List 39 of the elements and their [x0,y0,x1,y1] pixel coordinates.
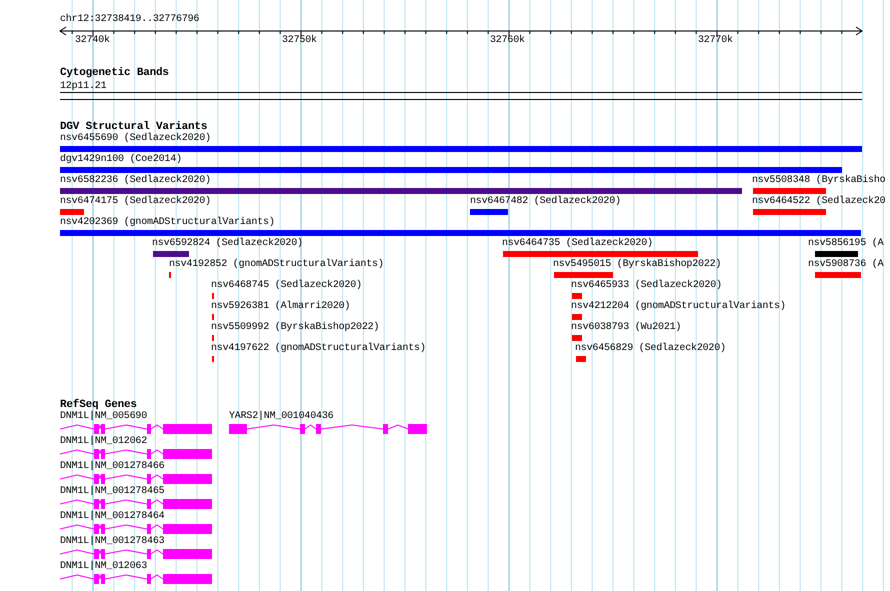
variant-label: nsv6455690 (Sedlazeck2020) [60,133,211,144]
gene-label: DNM1L|NM_005690 [60,411,148,422]
variant-label: nsv5509992 (ByrskaBishop2022) [211,322,380,333]
variant-label: nsv6467482 (Sedlazeck2020) [470,196,621,207]
variant-label: nsv6592824 (Sedlazeck2020) [152,238,303,249]
variant-label: nsv6465933 (Sedlazeck2020) [571,280,722,291]
band-label: 12p11.21 [60,81,106,92]
track-title: Cytogenetic Bands [60,68,169,79]
variant-label: nsv4192852 (gnomADStructuralVariants) [169,259,384,270]
tick-label: 32760k [490,35,525,46]
variant-label: nsv6464735 (Sedlazeck2020) [502,238,653,249]
gene-label: YARS2|NM_001040436 [229,411,334,422]
variant-label: nsv4202369 (gnomADStructuralVariants) [60,217,275,228]
gene-label: DNM1L|NM_001278465 [60,486,164,497]
variant-label: nsv6474175 (Sedlazeck2020) [60,196,211,207]
region-label: chr12:32738419..32776796 [60,14,200,25]
gene-label: DNM1L|NM_001278466 [60,461,164,472]
tick-label: 32770k [698,35,733,46]
track-title: DGV Structural Variants [60,122,208,133]
gene-label: DNM1L|NM_001278463 [60,536,164,547]
variant-label: nsv6456829 (Sedlazeck2020) [575,343,726,354]
gene-label: DNM1L|NM_012062 [60,436,148,447]
tick-label: 32740k [75,35,110,46]
variant-label: nsv5495015 (ByrskaBishop2022) [553,259,722,270]
variant-label: nsv5508348 (ByrskaBisho [752,175,886,186]
gene-label: DNM1L|NM_012063 [60,561,148,572]
variant-label: nsv4197622 (gnomADStructuralVariants) [211,343,426,354]
variant-label: nsv6582236 (Sedlazeck2020) [60,175,211,186]
variant-label: nsv5856195 (A [808,238,884,249]
variant-label: nsv6038793 (Wu2021) [571,322,682,333]
gene-label: DNM1L|NM_001278464 [60,511,164,522]
variant-label: nsv6464522 (Sedlazeck20 [752,196,886,207]
variant-label: nsv5908736 (A [808,259,884,270]
variant-label: nsv5926381 (Almarri2020) [211,301,350,312]
variant-label: nsv6468745 (Sedlazeck2020) [211,280,362,291]
tick-label: 32750k [282,35,317,46]
variant-label: dgv1429n100 (Coe2014) [60,154,182,165]
track-title: RefSeq Genes [60,400,137,411]
variant-label: nsv4212204 (gnomADStructuralVariants) [571,301,786,312]
